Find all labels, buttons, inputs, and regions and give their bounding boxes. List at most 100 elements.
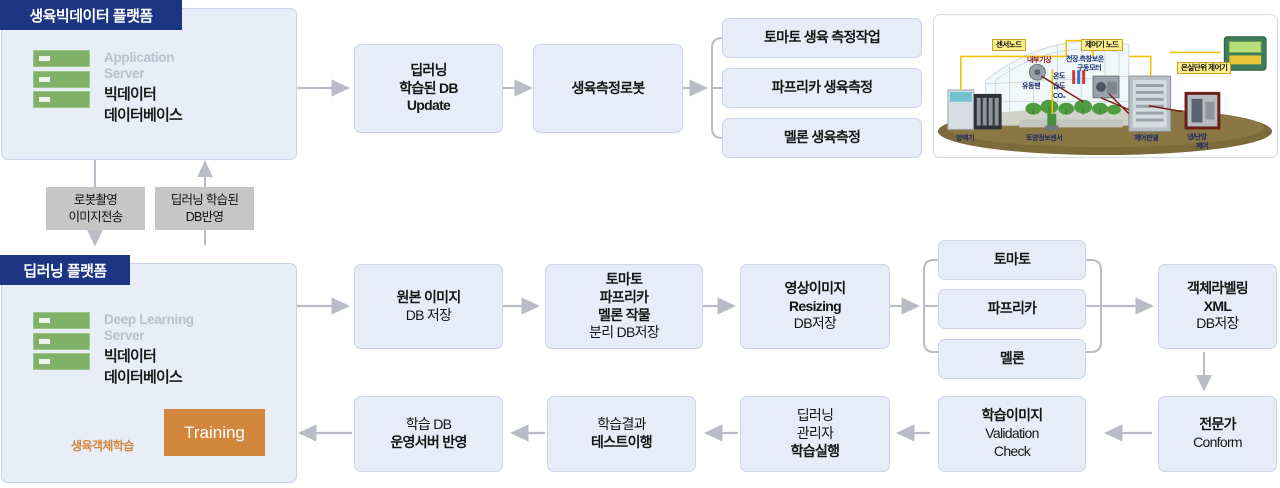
box-line: 파프리카 생육측정	[771, 79, 873, 96]
server-unit	[33, 353, 90, 370]
greenhouse-text-internal-weather: 내부기상	[1027, 57, 1052, 64]
server-unit	[33, 312, 90, 329]
box-line: 학습된 DB	[399, 79, 458, 96]
box-line: Conform	[1193, 434, 1242, 450]
box-line: 토마토	[993, 251, 1031, 268]
chip-robot-capture: 로봇촬영 이미지전송	[46, 187, 145, 230]
box-line: DB 저장	[405, 306, 452, 323]
box-image-resizing-db[interactable]: 영상이미지 Resizing DB저장	[740, 264, 890, 349]
box-line: Resizing	[789, 297, 842, 314]
greenhouse-illustration	[937, 36, 1273, 156]
box-crop-paprika-measure[interactable]: 파프리카 생육측정	[722, 68, 922, 108]
greenhouse-text-soil-sensor: 토양정보센서	[1026, 135, 1063, 142]
server-name-line1: 빅데이터	[104, 85, 157, 103]
box-line: 딥러닝	[410, 61, 447, 78]
box-line: 학습실행	[790, 442, 840, 459]
greenhouse-text-temperature: 온도	[1053, 73, 1066, 80]
box-line: 관리자	[796, 425, 834, 442]
box-mid-crop-melon[interactable]: 멜론	[938, 339, 1086, 379]
box-line: 토마토	[605, 270, 643, 287]
server-unit	[33, 70, 90, 88]
box-object-labeling-xml[interactable]: 객체라벨링 XML DB저장	[1158, 264, 1277, 349]
deeplearning-server: Deep Learning Server 빅데이터 데이터베이스	[33, 312, 194, 388]
panel-deeplearning-title: 딥러닝 플랫폼	[0, 255, 130, 285]
box-line: 멜론 작물	[598, 306, 651, 323]
server-role-line2: Server	[104, 66, 145, 82]
bigdata-server: Application Server 빅데이터 데이터베이스	[33, 50, 183, 126]
box-line: DB저장	[1196, 315, 1239, 332]
box-line: 파프리카	[599, 288, 649, 305]
box-line: 영상이미지	[784, 279, 847, 296]
greenhouse-text-roof-motor-1: 천장.측창보온	[1066, 56, 1104, 63]
box-learning-db-deploy[interactable]: 학습 DB 운영서버 반영	[354, 396, 503, 472]
chip-db-reflect: 딥러닝 학습된 DB반영	[155, 187, 254, 230]
greenhouse-text-roof-motor-2: 구동모터	[1077, 65, 1102, 72]
server-icon	[33, 312, 90, 370]
server-led	[39, 97, 50, 102]
greenhouse-label-controller-node: 제어기 노드	[1081, 39, 1123, 52]
greenhouse-label-sensor-node: 센서노드	[992, 39, 1026, 52]
server-led	[39, 318, 50, 323]
box-original-image-db[interactable]: 원본 이미지 DB 저장	[354, 264, 503, 349]
box-mid-crop-tomato[interactable]: 토마토	[938, 240, 1086, 280]
box-line: 테스트이행	[591, 434, 653, 450]
chip-line1: 딥러닝 학습된	[170, 192, 239, 207]
box-line: 원본 이미지	[396, 288, 461, 305]
box-mid-crop-paprika[interactable]: 파프리카	[938, 289, 1086, 329]
server-role-line1: Deep Learning	[104, 312, 194, 327]
box-line: 전문가	[1199, 416, 1236, 433]
server-name-line2: 데이터베이스	[104, 369, 183, 387]
box-line: 학습결과	[597, 416, 646, 433]
box-crop-tomato-measure[interactable]: 토마토 생육 측정작업	[722, 18, 922, 58]
box-admin-training-run[interactable]: 딥러닝 관리자 학습실행	[740, 396, 890, 472]
panel-bigdata-title: 생육빅데이터 플랫폼	[0, 0, 182, 30]
box-validation-check[interactable]: 학습이미지 Validation Check	[938, 396, 1086, 472]
box-line: 생육측정로봇	[571, 79, 645, 96]
box-line: 멜론	[999, 350, 1025, 367]
box-line: 멜론 생육측정	[783, 129, 861, 146]
chip-line2: 이미지전송	[68, 209, 123, 224]
training-loop-label: 생육객체학습	[71, 439, 134, 453]
box-line: 객체라벨링	[1187, 279, 1249, 296]
box-line: 운영서버 반영	[390, 434, 467, 450]
box-line: Check	[993, 442, 1031, 459]
box-crop-melon-measure[interactable]: 멜론 생육측정	[722, 118, 922, 158]
server-unit	[33, 50, 90, 67]
server-led	[39, 76, 50, 82]
greenhouse-text-humidity: 습도	[1053, 83, 1066, 90]
server-led	[39, 359, 50, 364]
box-deeplearning-db-update[interactable]: 딥러닝 학습된 DB Update	[354, 44, 503, 133]
box-line: 딥러닝	[796, 407, 834, 424]
training-box[interactable]: Training	[164, 409, 265, 456]
server-role-line1: Application	[104, 50, 175, 65]
chip-line1: 로봇촬영	[73, 192, 118, 207]
server-name-line1: 빅데이터	[104, 347, 157, 365]
server-led	[39, 338, 50, 344]
bigdata-server-text: Application Server 빅데이터 데이터베이스	[104, 50, 183, 126]
greenhouse-illustration-panel: 센서노드 제어기 노드 온실단위 제어기 내부기상 천장.측창보온 구동모터 온…	[933, 14, 1278, 158]
server-unit	[33, 91, 90, 108]
box-growth-measure-robot[interactable]: 생육측정로봇	[533, 44, 683, 133]
box-line: Update	[406, 97, 451, 114]
box-test-execution[interactable]: 학습결과 테스트이행	[547, 396, 696, 472]
greenhouse-text-cooling-heating-1: 냉/난방	[1187, 134, 1207, 141]
box-line: Validation	[985, 425, 1039, 442]
chip-line2: DB반영	[185, 209, 224, 224]
box-line: 분리 DB저장	[589, 324, 660, 341]
box-line: XML	[1203, 297, 1232, 314]
box-line: 학습이미지	[981, 407, 1044, 424]
greenhouse-text-cooling-heating-2: 제어	[1196, 143, 1209, 150]
box-line: DB저장	[793, 315, 837, 332]
server-role-line2: Server	[104, 328, 145, 344]
box-line: 학습 DB	[405, 416, 452, 433]
box-crop-separation-db[interactable]: 토마토 파프리카 멜론 작물 분리 DB저장	[545, 264, 703, 349]
server-name-line2: 데이터베이스	[104, 107, 183, 125]
server-led	[39, 56, 50, 61]
deeplearning-server-text: Deep Learning Server 빅데이터 데이터베이스	[104, 312, 194, 388]
server-unit	[33, 332, 90, 350]
box-expert-conform[interactable]: 전문가 Conform	[1158, 396, 1277, 472]
greenhouse-text-co2: CO₂	[1053, 93, 1066, 100]
greenhouse-text-control-panel: 제어판넬	[1134, 135, 1159, 142]
greenhouse-label-greenhouse-controller: 온실단위 제어기	[1177, 62, 1232, 75]
